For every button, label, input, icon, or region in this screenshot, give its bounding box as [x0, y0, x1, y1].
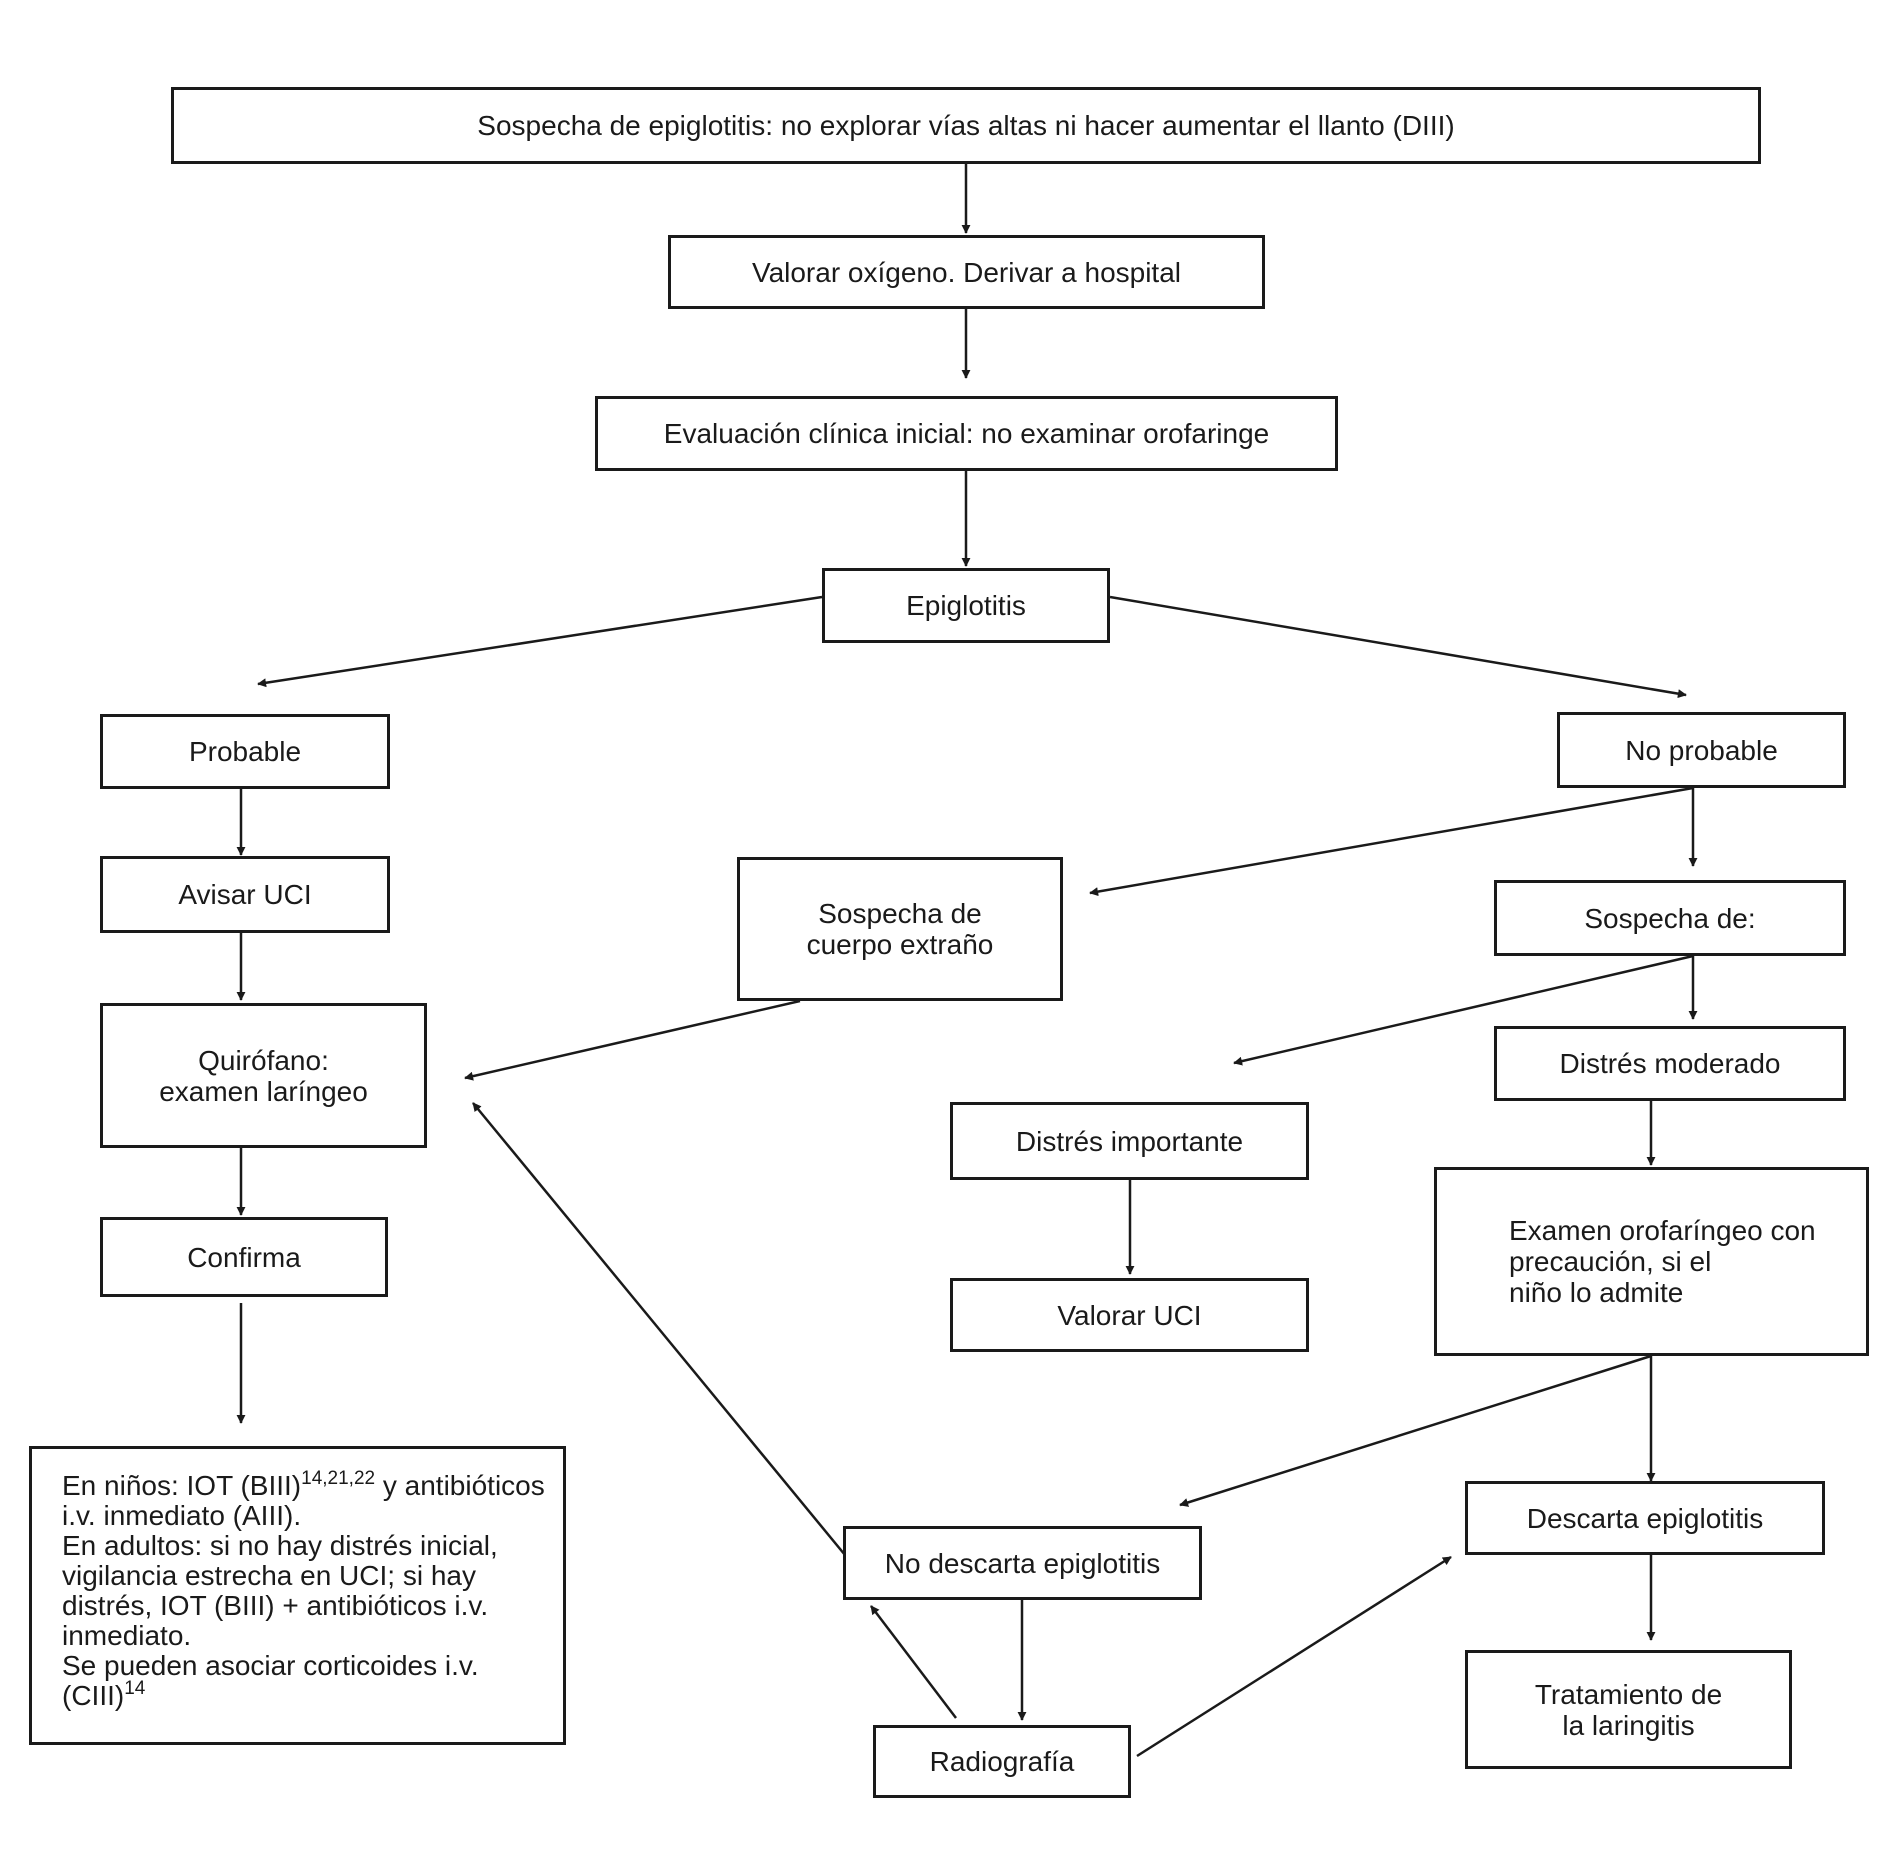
note-line-2: i.v. inmediato (AIII).	[62, 1500, 302, 1531]
node-distres-moderado-text: Distrés moderado	[1559, 1048, 1781, 1079]
node-distres-moderado: Distrés moderado	[1494, 1026, 1846, 1101]
node-treatment-note: En niños: IOT (BIII)14,21,22 y antibióti…	[29, 1446, 566, 1745]
note-line-6: inmediato.	[62, 1620, 192, 1651]
arrow-no-probable-to-cuerpo-extrano	[1089, 786, 1694, 897]
note-line-8: (CIII)14	[62, 1678, 146, 1711]
node-radiografia: Radiografía	[873, 1725, 1131, 1798]
node-quirofano-line2: examen laríngeo	[159, 1075, 368, 1107]
node-epiglotitis: Epiglotitis	[822, 568, 1110, 643]
node-valorar-oxigeno-text: Valorar oxígeno. Derivar a hospital	[751, 256, 1182, 288]
arrow-sospecha-de-to-distres-importante	[1233, 954, 1694, 1066]
node-confirma: Confirma	[100, 1217, 388, 1297]
node-examen-line2: precaución, si el	[1509, 1246, 1712, 1277]
node-no-descarta-epiglotitis: No descarta epiglotitis	[843, 1526, 1202, 1600]
node-tratamiento-line1: Tratamiento de	[1534, 1678, 1723, 1710]
node-descarta-text: Descarta epiglotitis	[1526, 1502, 1764, 1534]
node-descarta-epiglotitis: Descarta epiglotitis	[1465, 1481, 1825, 1555]
node-cuerpo-extrano-line2: cuerpo extraño	[806, 929, 994, 960]
node-evaluacion-clinica-text: Evaluación clínica inicial: no examinar …	[663, 418, 1270, 449]
node-probable: Probable	[100, 714, 390, 789]
node-cuerpo-extrano-line1: Sospecha de	[818, 898, 982, 929]
node-examen-line3: niño lo admite	[1509, 1277, 1684, 1308]
node-avisar-uci-text: Avisar UCI	[178, 879, 312, 910]
node-quirofano: Quirófano:examen laríngeo	[100, 1003, 427, 1148]
arrow-examen-to-no-descarta	[1179, 1354, 1652, 1507]
note-line-4: vigilancia estrecha en UCI; si hay	[62, 1560, 476, 1591]
arrow-radiografia-to-no-descarta	[870, 1605, 957, 1719]
node-confirma-text: Confirma	[187, 1241, 301, 1273]
arrow-no-descarta-to-quirofano	[472, 1102, 846, 1556]
node-no-probable: No probable	[1557, 712, 1846, 788]
arrow-cuerpo-extrano-to-quirofano	[464, 999, 801, 1081]
note-line-3: En adultos: si no hay distrés inicial,	[62, 1530, 498, 1561]
node-distres-importante-text: Distrés importante	[1015, 1125, 1244, 1157]
arrow-radiografia-to-descarta	[1136, 1555, 1452, 1758]
note-line-1: En niños: IOT (BIII)14,21,22 y antibióti…	[62, 1468, 545, 1501]
node-distres-importante: Distrés importante	[950, 1102, 1309, 1180]
node-quirofano-line1: Quirófano:	[198, 1044, 329, 1076]
node-avisar-uci: Avisar UCI	[100, 856, 390, 933]
node-sospecha-de: Sospecha de:	[1494, 880, 1846, 956]
arrow-epiglotitis-to-probable	[257, 595, 823, 688]
arrow-epiglotitis-to-no-probable	[1109, 595, 1687, 699]
node-sospecha-epiglotitis: Sospecha de epiglotitis: no explorar vía…	[171, 87, 1761, 164]
node-sospecha-de-text: Sospecha de:	[1584, 902, 1756, 934]
node-epiglotitis-text: Epiglotitis	[906, 590, 1026, 621]
node-examen-line1: Examen orofaríngeo con	[1509, 1215, 1816, 1246]
node-no-probable-text: No probable	[1625, 734, 1778, 766]
node-valorar-oxigeno: Valorar oxígeno. Derivar a hospital	[668, 235, 1265, 309]
node-sospecha-epiglotitis-text: Sospecha de epiglotitis: no explorar vía…	[477, 110, 1455, 141]
node-probable-text: Probable	[188, 736, 302, 767]
node-evaluacion-clinica: Evaluación clínica inicial: no examinar …	[595, 396, 1338, 471]
node-radiografia-text: Radiografía	[929, 1746, 1075, 1777]
node-valorar-uci: Valorar UCI	[950, 1278, 1309, 1352]
node-no-descarta-text: No descarta epiglotitis	[884, 1547, 1161, 1579]
note-line-7: Se pueden asociar corticoides i.v.	[62, 1650, 479, 1681]
node-tratamiento-line2: la laringitis	[1562, 1709, 1695, 1741]
node-valorar-uci-text: Valorar UCI	[1057, 1299, 1202, 1331]
note-line-5: distrés, IOT (BIII) + antibióticos i.v.	[62, 1590, 489, 1621]
